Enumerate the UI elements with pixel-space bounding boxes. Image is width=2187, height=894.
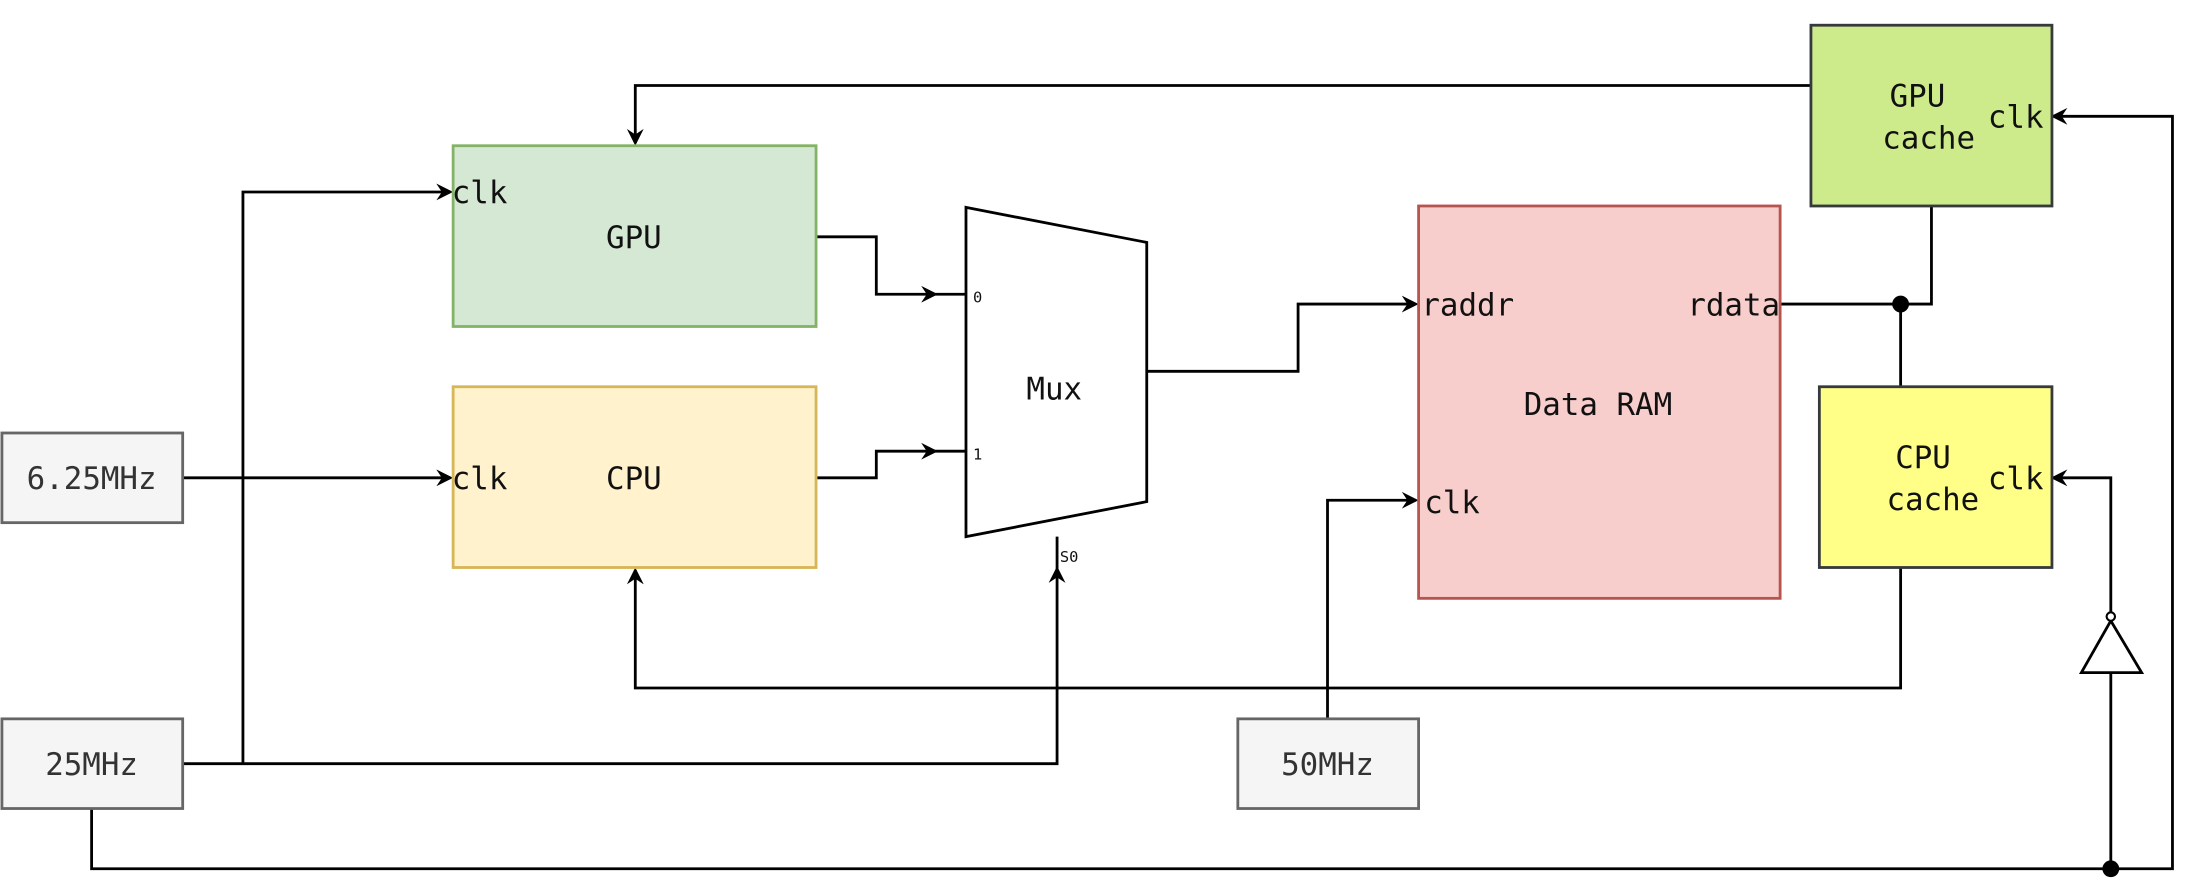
wire-gpu-cache-to-gpu <box>626 84 1811 146</box>
ram-label: Data RAM <box>1524 387 1672 423</box>
wire-25-to-mux-sel <box>182 566 1066 766</box>
clock-6-25mhz-label: 6.25MHz <box>27 461 157 497</box>
mux-sel-label: S0 <box>1060 548 1079 566</box>
wire-25-to-gpu-cache-clk <box>90 107 2174 871</box>
ram-raddr-pin: raddr <box>1421 287 1514 323</box>
gpu-clk-pin: clk <box>452 175 508 211</box>
wires <box>90 84 2174 878</box>
junction-dot <box>1892 295 1910 313</box>
gpu-block[interactable]: GPU clk <box>451 144 818 328</box>
cpu-block[interactable]: CPU clk <box>451 385 818 569</box>
wire-inverted-to-cpu-cache-clk <box>2053 478 2113 869</box>
cpu-cache-clk-pin: clk <box>1988 461 2044 497</box>
wire-cpu-to-mux1 <box>816 442 938 480</box>
cpu-cache-label-2: cache <box>1886 482 1979 518</box>
gpu-label: GPU <box>606 220 662 256</box>
wire-mux-to-raddr <box>1146 295 1419 373</box>
gpu-cache-label-1: GPU <box>1890 78 1946 114</box>
mux-label: Mux <box>1026 371 1082 407</box>
wire-50-to-ram-clk <box>1326 491 1419 719</box>
ram-rdata-pin: rdata <box>1687 287 1780 323</box>
clock-25mhz-label: 25MHz <box>45 747 138 783</box>
cpu-clk-pin: clk <box>452 461 508 497</box>
ram-clk-pin: clk <box>1424 485 1480 521</box>
wire-25-to-gpu-clk <box>241 183 454 764</box>
clock-50mhz-label: 50MHz <box>1281 747 1374 783</box>
clock-50mhz[interactable]: 50MHz <box>1236 717 1420 810</box>
gpu-cache-label-2: cache <box>1882 121 1975 157</box>
wire-rdata-to-caches <box>1780 205 1933 387</box>
junction-dot <box>2102 860 2120 878</box>
clock-6-25mhz[interactable]: 6.25MHz <box>0 431 185 525</box>
mux-in1-label: 1 <box>973 446 982 464</box>
wire-cpu-cache-to-cpu <box>626 567 1903 690</box>
cpu-cache-block[interactable]: CPU cache clk <box>1817 385 2054 569</box>
gpu-cache-clk-pin: clk <box>1988 100 2044 136</box>
data-ram-block[interactable]: Data RAM raddr rdata clk <box>1417 204 1782 600</box>
gpu-cache-block[interactable]: GPU cache clk <box>1809 23 2054 208</box>
cpu-label: CPU <box>606 461 662 497</box>
wire-gpu-to-mux0 <box>816 235 938 303</box>
clock-25mhz[interactable]: 25MHz <box>0 717 185 810</box>
cpu-cache-label-1: CPU <box>1895 440 1951 476</box>
inverter-icon <box>2078 611 2145 675</box>
mux-pin-stubs <box>935 292 1059 569</box>
mux-in0-label: 0 <box>973 289 982 307</box>
mux-block[interactable]: Mux 0 1 S0 <box>964 205 1149 566</box>
